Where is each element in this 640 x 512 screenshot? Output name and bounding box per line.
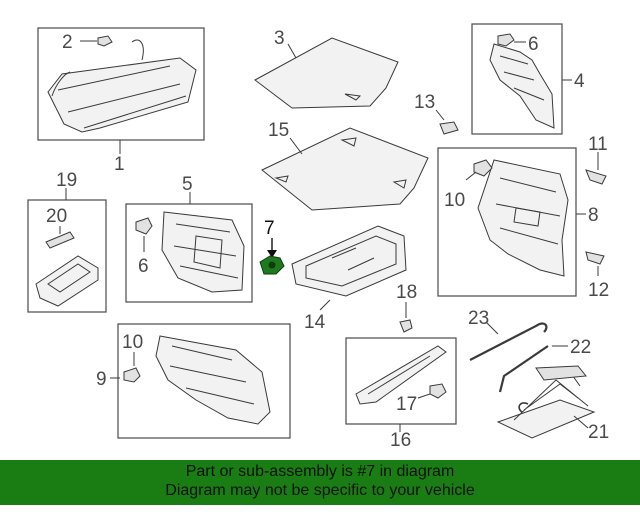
part-11-bracket (585, 169, 607, 185)
part-5-side-panel (161, 211, 245, 293)
callout-21: 21 (588, 422, 609, 443)
part-9-box (117, 323, 291, 439)
part-20-bulb (45, 231, 75, 249)
part-19-group: 20 19 (27, 170, 107, 313)
callout-16: 16 (390, 430, 411, 451)
part-18-bolt (399, 319, 413, 333)
part-8-group: 10 8 (437, 147, 599, 297)
part-4-group: 6 4 (471, 23, 585, 135)
callout-4: 4 (574, 71, 585, 92)
callout-18: 18 (396, 282, 417, 303)
part-6-clip-upper (497, 33, 515, 47)
part-3-floor-mat (254, 37, 399, 109)
part-10-clip-lower (123, 367, 141, 383)
callout-3: 3 (274, 28, 285, 49)
part-8-side-trim (477, 159, 569, 277)
callout-11: 11 (588, 134, 608, 155)
part-16-group: 17 16 (345, 337, 457, 451)
info-banner-line-1: Part or sub-assembly is #7 in diagram (185, 463, 455, 480)
part-19-box (27, 199, 107, 313)
callout-9: 9 (96, 369, 107, 390)
callout-2: 2 (62, 32, 73, 53)
part-10-clip-upper (473, 159, 493, 177)
callout-13: 13 (414, 92, 435, 113)
part-12-bracket (585, 251, 605, 265)
callout-6b: 6 (138, 256, 149, 277)
part-1-group: 2 1 (37, 27, 205, 175)
part-21-jack-base (496, 399, 596, 439)
part-14-group: 14 (291, 225, 407, 333)
part-13-group: 13 (414, 92, 459, 135)
callout-14: 14 (304, 312, 326, 333)
part-8-box (437, 147, 577, 297)
callout-6a: 6 (528, 34, 539, 55)
part-16-box (345, 337, 457, 425)
part-4-box (471, 23, 563, 135)
callout-1: 1 (114, 154, 125, 175)
callout-22: 22 (570, 337, 591, 358)
part-9-group: 10 9 (96, 323, 291, 439)
part-3-group: 3 (254, 28, 399, 109)
callout-10a: 10 (444, 190, 465, 211)
part-17-clip (429, 383, 447, 399)
part-15-floor-board (261, 127, 429, 211)
callout-10b: 10 (122, 332, 143, 353)
part-11-12-group: 11 12 (585, 134, 609, 301)
info-banner-line-2: Diagram may not be specific to your vehi… (165, 482, 475, 499)
callout-20: 20 (46, 206, 67, 227)
part-22-jack-rod (498, 345, 549, 393)
part-14-storage-tray (291, 225, 407, 297)
part-19-lamp-housing (35, 255, 99, 307)
part-21-group: 21 (496, 365, 609, 443)
part-7-group: 7 (259, 218, 285, 275)
part-15-group: 15 (261, 120, 429, 211)
callout-7: 7 (264, 218, 275, 239)
callout-19: 19 (56, 170, 77, 191)
parts-diagram: 2 1 3 15 6 4 13 1 (27, 23, 609, 451)
part-1-box (37, 27, 205, 141)
part-13-clip (439, 121, 459, 135)
callout-15: 15 (268, 120, 289, 141)
callout-5: 5 (182, 174, 193, 195)
part-18-group: 18 (396, 282, 417, 333)
part-2-clip (97, 35, 113, 47)
callout-17: 17 (396, 394, 417, 415)
part-22-23-group: 23 22 (468, 308, 591, 393)
callout-23: 23 (468, 308, 489, 329)
part-9-lower-trim (155, 335, 271, 425)
callout-12: 12 (588, 280, 609, 301)
part-1-trim-panel (47, 57, 197, 133)
callout-8: 8 (588, 205, 599, 226)
part-5-group: 6 5 (125, 174, 253, 303)
part-5-box (125, 203, 253, 303)
part-23-jack-handle (469, 322, 548, 361)
info-banner: Part or sub-assembly is #7 in diagram Di… (0, 460, 640, 505)
part-4-side-trim (489, 43, 555, 129)
part-6-clip-lower (135, 217, 153, 235)
